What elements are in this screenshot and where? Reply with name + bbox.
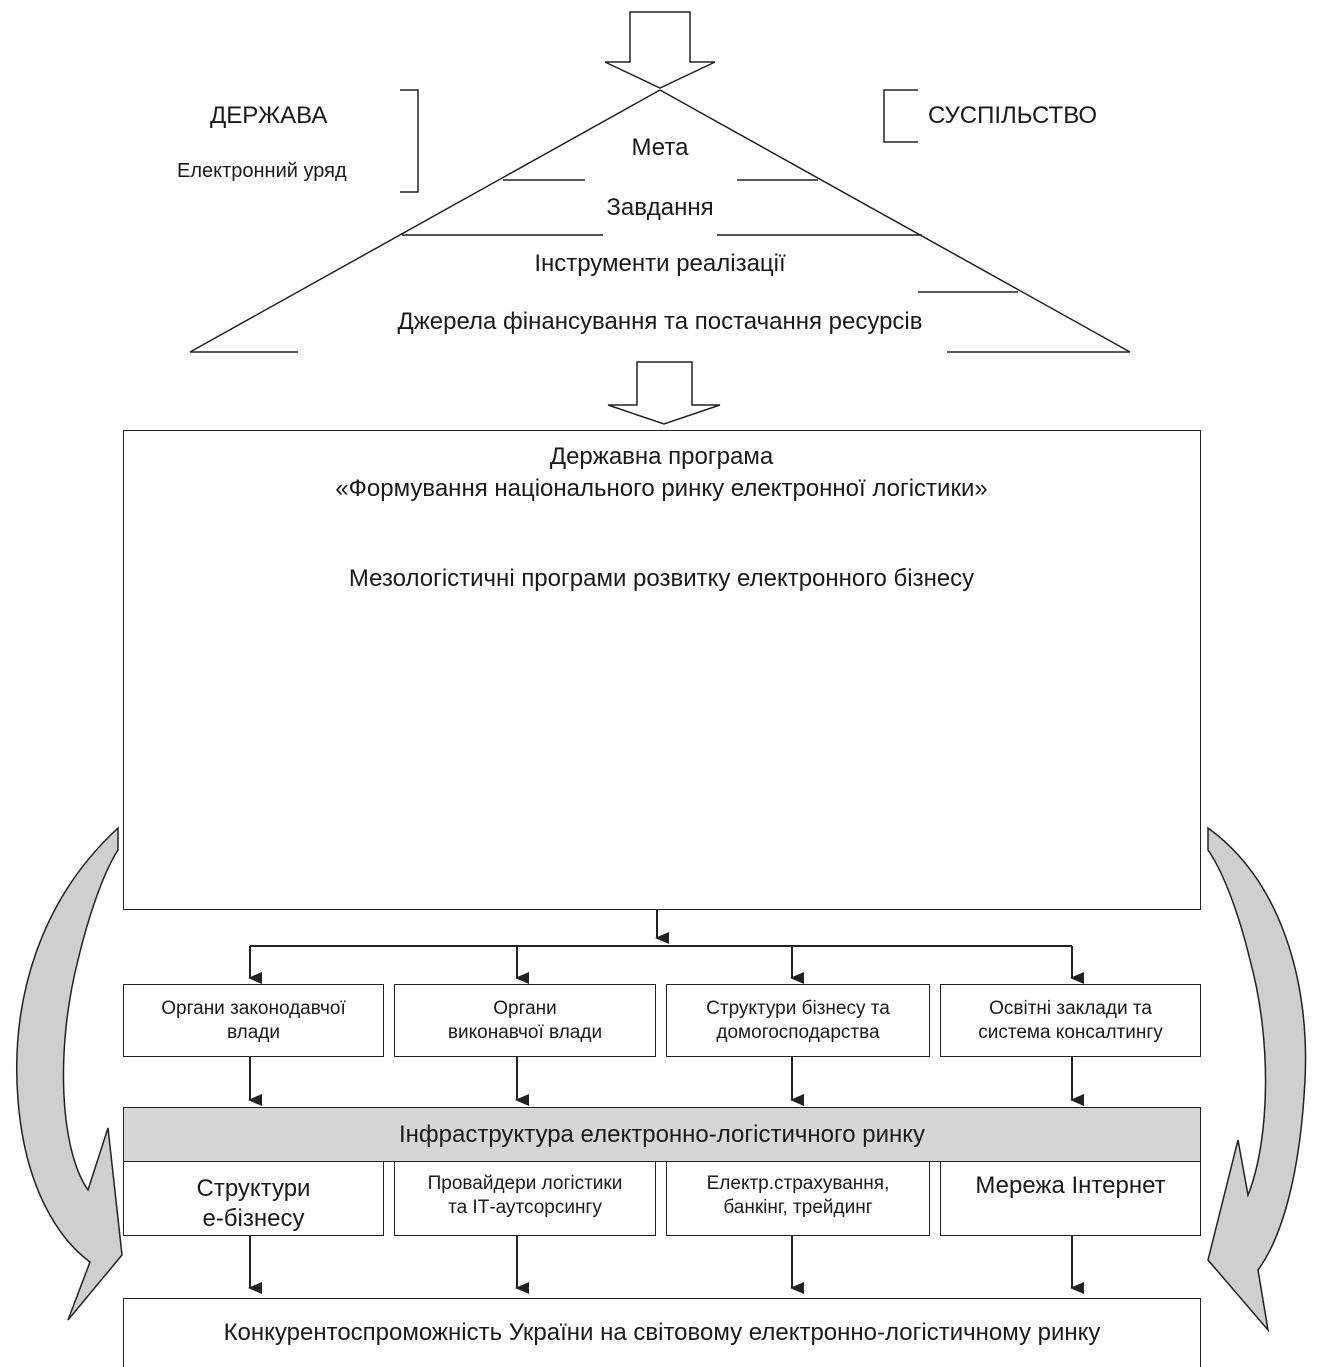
component-line2: банкінг, трейдинг bbox=[723, 1197, 873, 1218]
pyramid-level-tasks: Завдання bbox=[606, 194, 714, 221]
component-connectors bbox=[248, 1236, 1084, 1294]
component-box-internet: Мережа Інтернет bbox=[940, 1161, 1201, 1236]
actor-line1: Освітні заклади та bbox=[989, 997, 1152, 1019]
society-label: СУСПІЛЬСТВО bbox=[928, 102, 1098, 129]
program-connectors bbox=[248, 910, 1084, 984]
pyramid-level-funding: Джерела фінансування та постачання ресур… bbox=[397, 308, 923, 335]
actor-line2: система консалтингу bbox=[978, 1021, 1163, 1043]
component-box-ebusiness: Структури е-бізнесу bbox=[123, 1161, 384, 1236]
component-line1: Провайдери логістики bbox=[427, 1173, 623, 1194]
right-cycle-arrow bbox=[1207, 826, 1307, 1333]
pyramid-level-goal: Мета bbox=[631, 134, 689, 161]
result-box: Конкурентоспроможність України на світов… bbox=[123, 1298, 1201, 1367]
left-bracket bbox=[400, 89, 419, 193]
infrastructure-label: Інфраструктура електронно-логістичного р… bbox=[399, 1120, 925, 1148]
actor-line2: домогосподарства bbox=[716, 1021, 880, 1043]
infrastructure-bar: Інфраструктура електронно-логістичного р… bbox=[123, 1107, 1201, 1162]
actor-line1: Структури бізнесу та bbox=[706, 997, 890, 1019]
component-box-providers: Провайдери логістики та ІТ-аутсорсингу bbox=[394, 1161, 656, 1236]
pyramid-level-tools: Інструменти реалізації bbox=[534, 250, 786, 277]
state-program-box: Державна програма «Формування національн… bbox=[123, 430, 1201, 910]
component-line2: та ІТ-аутсорсингу bbox=[448, 1197, 602, 1218]
component-box-finance: Електр.страхування, банкінг, трейдинг bbox=[666, 1161, 930, 1236]
pyramid-shape bbox=[189, 89, 1131, 353]
component-line1: Структури bbox=[196, 1175, 311, 1202]
program-subtitle: Мезологістичні програми розвитку електро… bbox=[348, 565, 975, 592]
middle-down-arrow bbox=[607, 361, 721, 425]
actor-line1: Органи законодавчої bbox=[161, 997, 346, 1019]
e-government-label: Електронний уряд bbox=[177, 160, 347, 182]
program-title-line1: Державна програма bbox=[549, 443, 774, 470]
right-bracket bbox=[883, 89, 918, 143]
actor-connectors bbox=[248, 1057, 1084, 1106]
component-line1: Мережа Інтернет bbox=[975, 1172, 1166, 1199]
program-title-line2: «Формування національного ринку електрон… bbox=[335, 475, 988, 502]
component-line1: Електр.страхування, bbox=[706, 1173, 890, 1194]
actor-line2: виконавчої влади bbox=[447, 1021, 603, 1043]
result-label: Конкурентоспроможність України на світов… bbox=[223, 1319, 1101, 1346]
actor-line2: влади bbox=[226, 1021, 280, 1043]
component-line2: е-бізнесу bbox=[202, 1205, 305, 1232]
left-cycle-arrow bbox=[16, 826, 123, 1321]
actor-line1: Органи bbox=[493, 997, 557, 1019]
top-down-arrow bbox=[604, 11, 716, 89]
state-label: ДЕРЖАВА bbox=[210, 102, 328, 129]
